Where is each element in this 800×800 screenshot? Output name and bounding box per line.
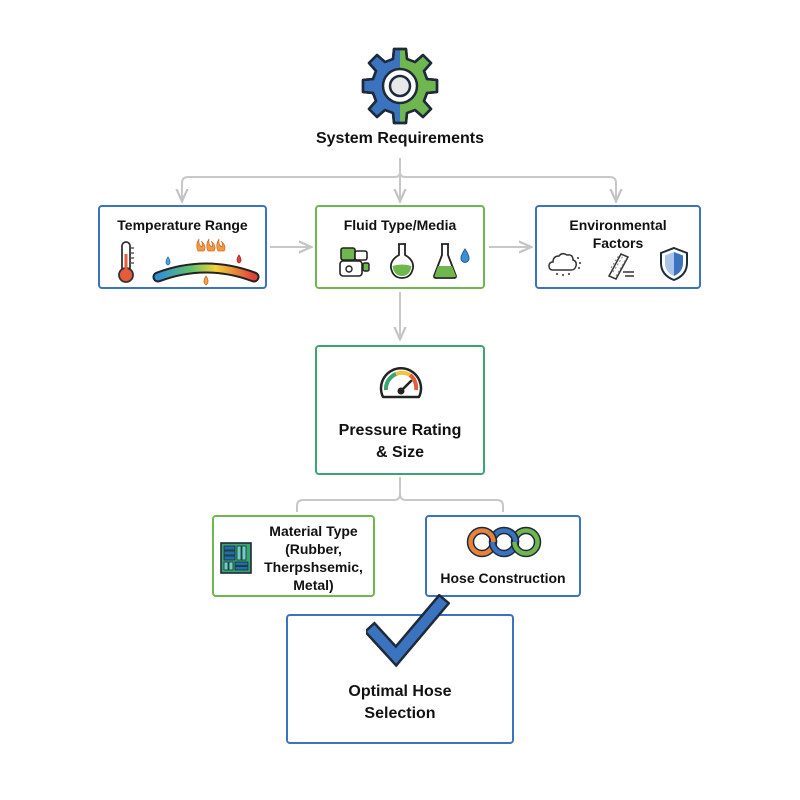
material-type-label-line-4: Metal)	[293, 577, 334, 593]
connector-pressure-construction	[399, 493, 504, 512]
material-type-label-line-1: Material Type	[269, 523, 358, 539]
environmental-factors-label-line-1: Environmental	[569, 217, 667, 233]
optimal-hose-selection-label-line-2: Selection	[364, 705, 436, 722]
temperature-range-node: Temperature Range	[98, 205, 267, 289]
environmental-factors-node: Environmental Factors	[535, 205, 701, 289]
connector-root-temperature	[182, 158, 401, 200]
environmental-factors-label-line-2: Factors	[592, 235, 644, 251]
connector-pressure-material	[296, 477, 401, 512]
optimal-hose-selection-node: Optimal Hose Selection	[286, 614, 514, 744]
root-node: System Requirements	[300, 38, 500, 156]
connector-root-environment	[399, 171, 616, 200]
pressure-rating-label-line-1: Pressure Rating	[338, 422, 462, 439]
conical-flask-icon	[433, 243, 470, 279]
optimal-hose-selection-label-line-1: Optimal Hose	[348, 683, 452, 700]
round-flask-icon	[390, 243, 414, 279]
root-label: System Requirements	[315, 130, 485, 147]
temperature-gauge-icon	[152, 238, 260, 286]
abrasion-icon	[607, 253, 634, 280]
material-layers-icon	[220, 542, 252, 574]
temperature-range-label: Temperature Range	[117, 217, 248, 233]
hose-construction-label: Hose Construction	[440, 570, 566, 586]
fluid-type-media-node: Fluid Type/Media	[315, 205, 485, 289]
fluid-type-media-label: Fluid Type/Media	[343, 217, 457, 233]
material-type-node: Material Type (Rubber, Therpshsemic, Met…	[212, 515, 375, 597]
fluid-container-icon	[339, 247, 370, 277]
pressure-rating-label-line-2: & Size	[375, 444, 424, 461]
thermometer-icon	[118, 241, 134, 283]
weather-icon	[548, 252, 581, 276]
material-type-label-line-3: Therpshsemic,	[264, 559, 363, 575]
pressure-rating-size-node: Pressure Rating & Size	[315, 345, 485, 475]
hose-construction-node: Hose Construction	[425, 515, 581, 597]
material-type-label-line-2: (Rubber,	[285, 541, 342, 557]
pressure-gauge-icon	[379, 367, 423, 399]
chain-links-icon	[466, 526, 542, 558]
checkmark-icon	[366, 594, 450, 668]
shield-icon	[660, 246, 688, 282]
gear-icon	[361, 47, 439, 125]
